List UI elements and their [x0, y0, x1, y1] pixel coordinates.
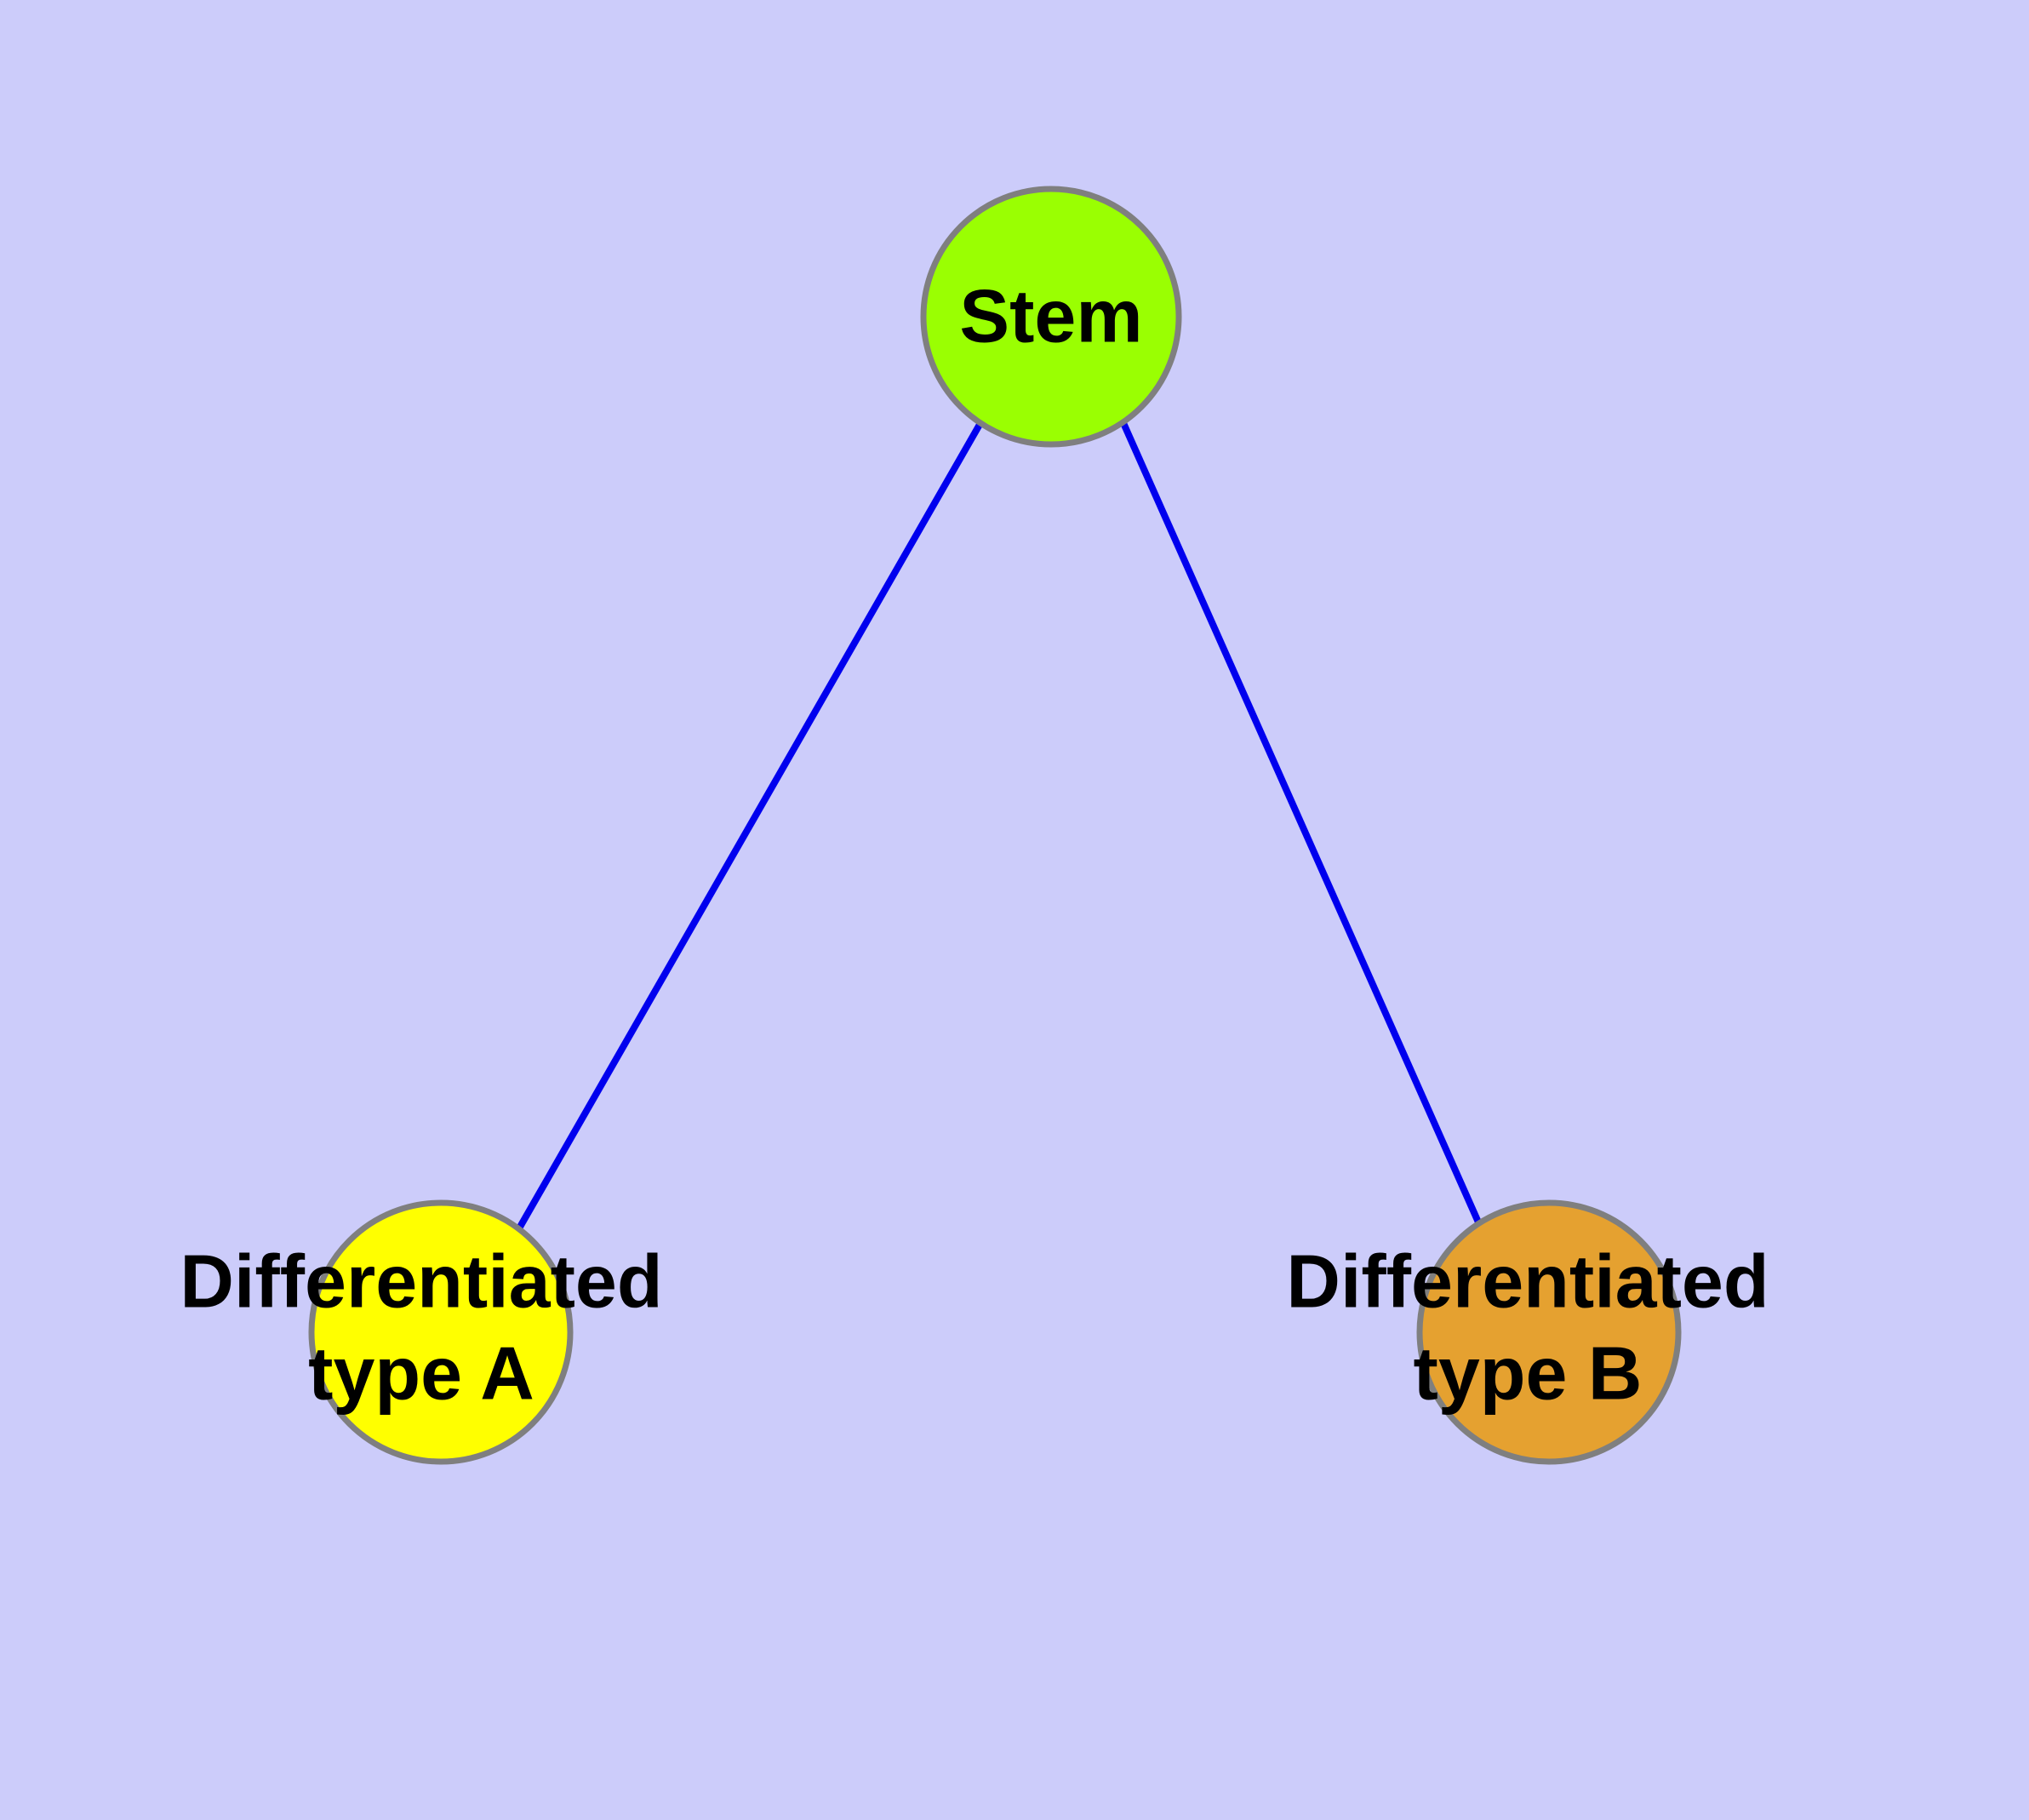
node-differentiated-type-a[interactable]: [308, 1199, 574, 1465]
node-stem[interactable]: [920, 186, 1182, 448]
node-differentiated-type-b[interactable]: [1416, 1199, 1682, 1465]
node-differentiated-type-a-circle[interactable]: [308, 1199, 574, 1465]
label-group: Stem Differentiated type A Differentiate…: [180, 273, 1769, 1415]
edge-stem-to-differentiated-type-b[interactable]: [1120, 421, 1483, 1226]
node-stem-label: Stem: [959, 273, 1142, 358]
node-differentiated-type-b-label-line2: type B: [1414, 1331, 1643, 1415]
node-differentiated-type-a-label-line1: Differentiated: [180, 1239, 662, 1323]
node-differentiated-type-b-label-line1: Differentiated: [1286, 1239, 1769, 1323]
node-differentiated-type-b-circle[interactable]: [1416, 1199, 1682, 1465]
node-group: [308, 186, 1682, 1465]
node-differentiated-type-a-label-line2: type A: [308, 1331, 534, 1415]
node-stem-circle[interactable]: [920, 186, 1182, 448]
edge-stem-to-differentiated-type-a[interactable]: [516, 421, 984, 1230]
edge-group: [516, 421, 1483, 1230]
